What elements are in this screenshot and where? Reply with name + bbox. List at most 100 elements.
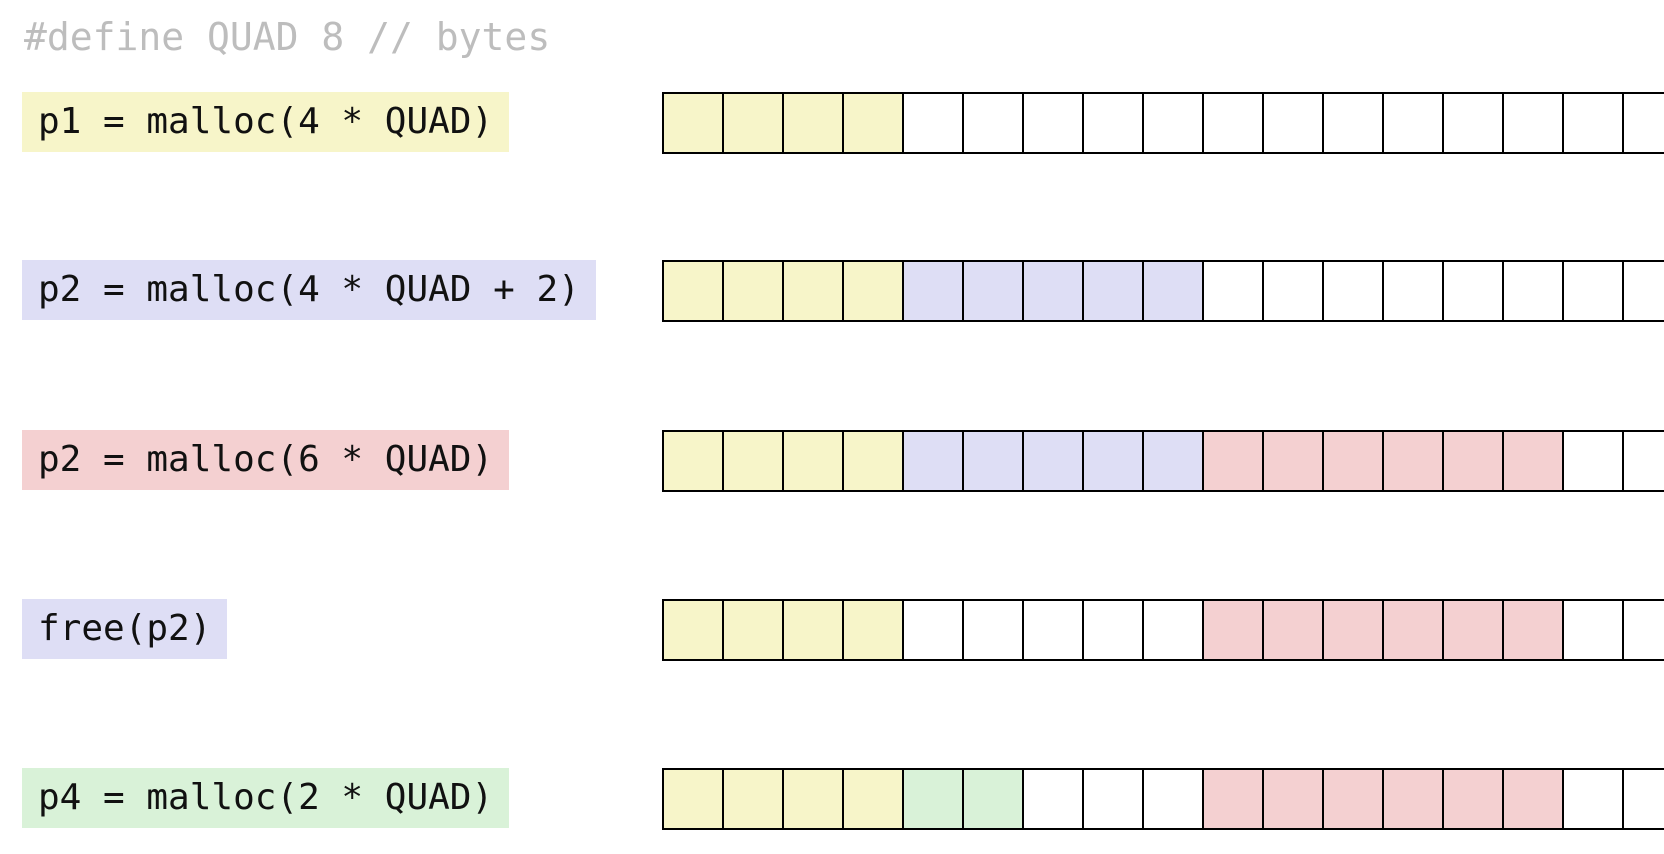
memory-block-yellow — [782, 260, 844, 322]
memory-block-free — [1382, 260, 1444, 322]
memory-block-yellow — [662, 260, 724, 322]
memory-block-yellow — [842, 92, 904, 154]
operation-label: p2 = malloc(6 * QUAD) — [22, 430, 510, 490]
memory-row: p2 = malloc(4 * QUAD + 2) — [0, 260, 1664, 322]
memory-block-red — [1322, 768, 1384, 830]
memory-block-blue — [1142, 260, 1204, 322]
memory-block-yellow — [722, 768, 784, 830]
memory-row: free(p2) — [0, 599, 1664, 661]
memory-block-free — [1142, 599, 1204, 661]
memory-block-yellow — [662, 599, 724, 661]
memory-block-yellow — [842, 768, 904, 830]
memory-block-free — [1262, 260, 1324, 322]
memory-block-red — [1382, 768, 1444, 830]
define-header: #define QUAD 8 // bytes — [24, 15, 551, 59]
memory-block-blue — [1022, 260, 1084, 322]
memory-blocks — [662, 430, 1664, 492]
memory-block-free — [1502, 260, 1564, 322]
memory-block-free — [1142, 768, 1204, 830]
memory-block-yellow — [722, 92, 784, 154]
memory-block-blue — [1142, 430, 1204, 492]
memory-block-red — [1382, 599, 1444, 661]
memory-block-blue — [902, 260, 964, 322]
memory-block-free — [1622, 768, 1664, 830]
memory-block-red — [1202, 768, 1264, 830]
memory-row: p4 = malloc(2 * QUAD) — [0, 768, 1664, 830]
memory-block-free — [1022, 92, 1084, 154]
memory-block-free — [1562, 92, 1624, 154]
memory-block-yellow — [722, 260, 784, 322]
memory-block-red — [1442, 430, 1504, 492]
memory-block-free — [1562, 599, 1624, 661]
memory-block-free — [1622, 430, 1664, 492]
memory-block-free — [1082, 768, 1144, 830]
operation-label: p2 = malloc(4 * QUAD + 2) — [22, 260, 596, 320]
memory-block-free — [902, 92, 964, 154]
operation-label: free(p2) — [22, 599, 228, 659]
memory-block-free — [1562, 260, 1624, 322]
memory-block-yellow — [782, 599, 844, 661]
memory-block-red — [1322, 430, 1384, 492]
memory-block-free — [1022, 768, 1084, 830]
memory-block-red — [1202, 599, 1264, 661]
memory-block-red — [1502, 599, 1564, 661]
memory-block-blue — [962, 430, 1024, 492]
memory-block-free — [1622, 92, 1664, 154]
memory-blocks — [662, 768, 1664, 830]
memory-block-yellow — [842, 260, 904, 322]
memory-block-yellow — [842, 599, 904, 661]
memory-block-red — [1322, 599, 1384, 661]
memory-block-red — [1382, 430, 1444, 492]
memory-block-yellow — [662, 430, 724, 492]
operation-label: p4 = malloc(2 * QUAD) — [22, 768, 510, 828]
memory-block-free — [1442, 260, 1504, 322]
memory-block-blue — [1082, 260, 1144, 322]
memory-block-red — [1502, 768, 1564, 830]
memory-block-yellow — [662, 768, 724, 830]
memory-blocks — [662, 260, 1664, 322]
memory-block-free — [1082, 599, 1144, 661]
memory-block-yellow — [782, 768, 844, 830]
memory-blocks — [662, 92, 1664, 154]
memory-block-free — [962, 599, 1024, 661]
memory-block-free — [1442, 92, 1504, 154]
memory-block-red — [1202, 430, 1264, 492]
memory-block-free — [1142, 92, 1204, 154]
operation-label: p1 = malloc(4 * QUAD) — [22, 92, 510, 152]
memory-block-free — [1622, 599, 1664, 661]
memory-block-free — [1562, 768, 1624, 830]
memory-row: p1 = malloc(4 * QUAD) — [0, 92, 1664, 154]
memory-block-free — [1322, 260, 1384, 322]
memory-block-green — [902, 768, 964, 830]
memory-block-free — [1502, 92, 1564, 154]
memory-row: p2 = malloc(6 * QUAD) — [0, 430, 1664, 492]
memory-block-free — [1262, 92, 1324, 154]
memory-block-red — [1502, 430, 1564, 492]
memory-block-free — [1082, 92, 1144, 154]
memory-block-free — [1202, 92, 1264, 154]
memory-block-red — [1442, 599, 1504, 661]
memory-blocks — [662, 599, 1664, 661]
memory-block-blue — [1082, 430, 1144, 492]
memory-block-yellow — [662, 92, 724, 154]
memory-block-free — [1562, 430, 1624, 492]
memory-block-blue — [902, 430, 964, 492]
memory-block-red — [1262, 599, 1324, 661]
memory-block-blue — [1022, 430, 1084, 492]
memory-block-yellow — [782, 92, 844, 154]
memory-block-blue — [962, 260, 1024, 322]
memory-block-yellow — [782, 430, 844, 492]
memory-block-free — [962, 92, 1024, 154]
memory-block-free — [1202, 260, 1264, 322]
memory-block-free — [1022, 599, 1084, 661]
memory-block-free — [902, 599, 964, 661]
memory-block-yellow — [722, 599, 784, 661]
memory-block-red — [1262, 768, 1324, 830]
memory-block-yellow — [722, 430, 784, 492]
memory-block-yellow — [842, 430, 904, 492]
memory-block-free — [1382, 92, 1444, 154]
memory-block-free — [1622, 260, 1664, 322]
memory-block-green — [962, 768, 1024, 830]
memory-block-free — [1322, 92, 1384, 154]
memory-block-red — [1442, 768, 1504, 830]
